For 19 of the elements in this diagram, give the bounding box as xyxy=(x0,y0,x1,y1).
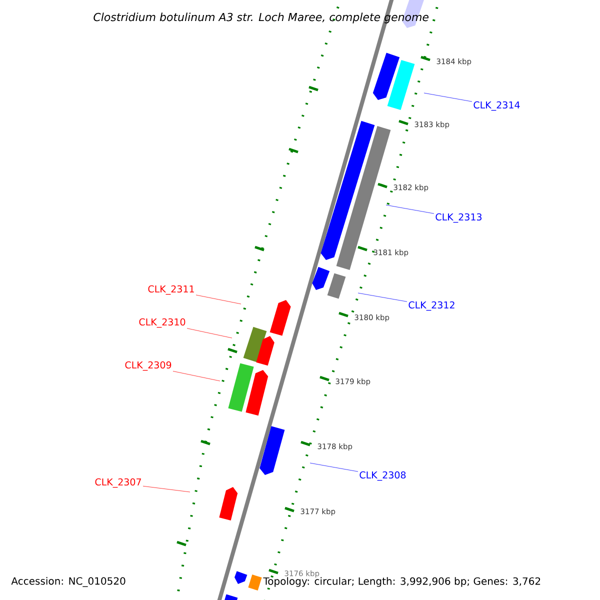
gene-label: CLK_2312 xyxy=(408,301,454,311)
leader-line xyxy=(310,462,358,472)
gene-label: CLK_2307 xyxy=(95,478,141,488)
leader-line xyxy=(386,204,434,214)
info-text: Accession: NC_010520 xyxy=(11,577,126,587)
gene-label: CLK_2314 xyxy=(474,101,520,111)
leader-line xyxy=(172,370,220,382)
leader-line xyxy=(424,92,472,102)
gene-label: CLK_2308 xyxy=(360,471,406,481)
gene-label: CLK_2310 xyxy=(139,318,186,328)
leader-line xyxy=(142,486,190,492)
gene-label: CLK_2311 xyxy=(148,285,194,295)
gene-label: CLK_2313 xyxy=(436,213,482,223)
leader-line xyxy=(358,292,408,302)
leader-line xyxy=(186,328,232,338)
info-text: Topology: circular; Length: 3,992,906 bp; Genes: 3,762 xyxy=(263,577,540,587)
title: Clostridium botulinum A3 str. Loch Maree, complete genome xyxy=(94,12,428,24)
gene-label: CLK_2309 xyxy=(125,361,172,371)
leader-line xyxy=(196,294,242,304)
